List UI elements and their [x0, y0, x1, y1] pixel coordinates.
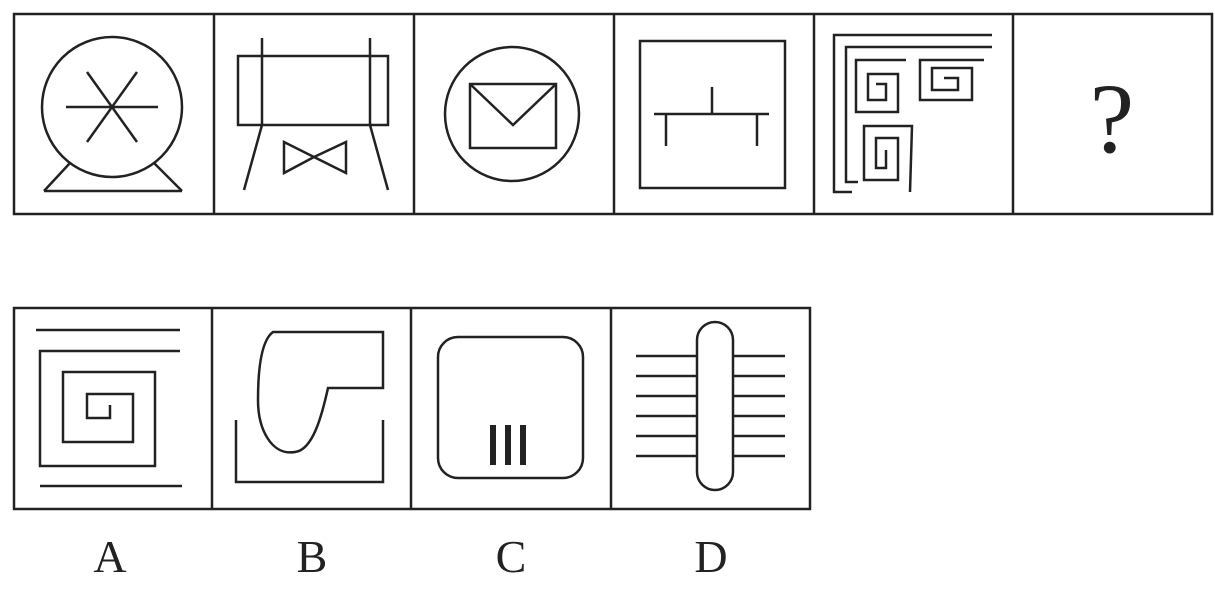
- option-a-figure[interactable]: [36, 328, 182, 488]
- option-c-figure[interactable]: [436, 335, 585, 480]
- option-label-d[interactable]: D: [694, 531, 727, 582]
- question-row: [12, 12, 1214, 216]
- ventilator-fan-icon: [40, 35, 184, 193]
- option-label-b[interactable]: B: [297, 531, 328, 582]
- envelope-circle-icon: [443, 45, 581, 183]
- conveyor-valve-icon: [236, 38, 390, 191]
- question-mark: ?: [1090, 63, 1134, 174]
- network-tree-icon: [638, 39, 787, 190]
- question-mark-cell: ?: [1090, 63, 1134, 174]
- option-d-figure[interactable]: [636, 320, 785, 492]
- options-row: [12, 306, 812, 511]
- option-b-figure[interactable]: [234, 330, 385, 484]
- option-label-c[interactable]: C: [496, 531, 527, 582]
- meander-spirals-icon: [832, 33, 992, 194]
- option-label-a[interactable]: A: [93, 531, 126, 582]
